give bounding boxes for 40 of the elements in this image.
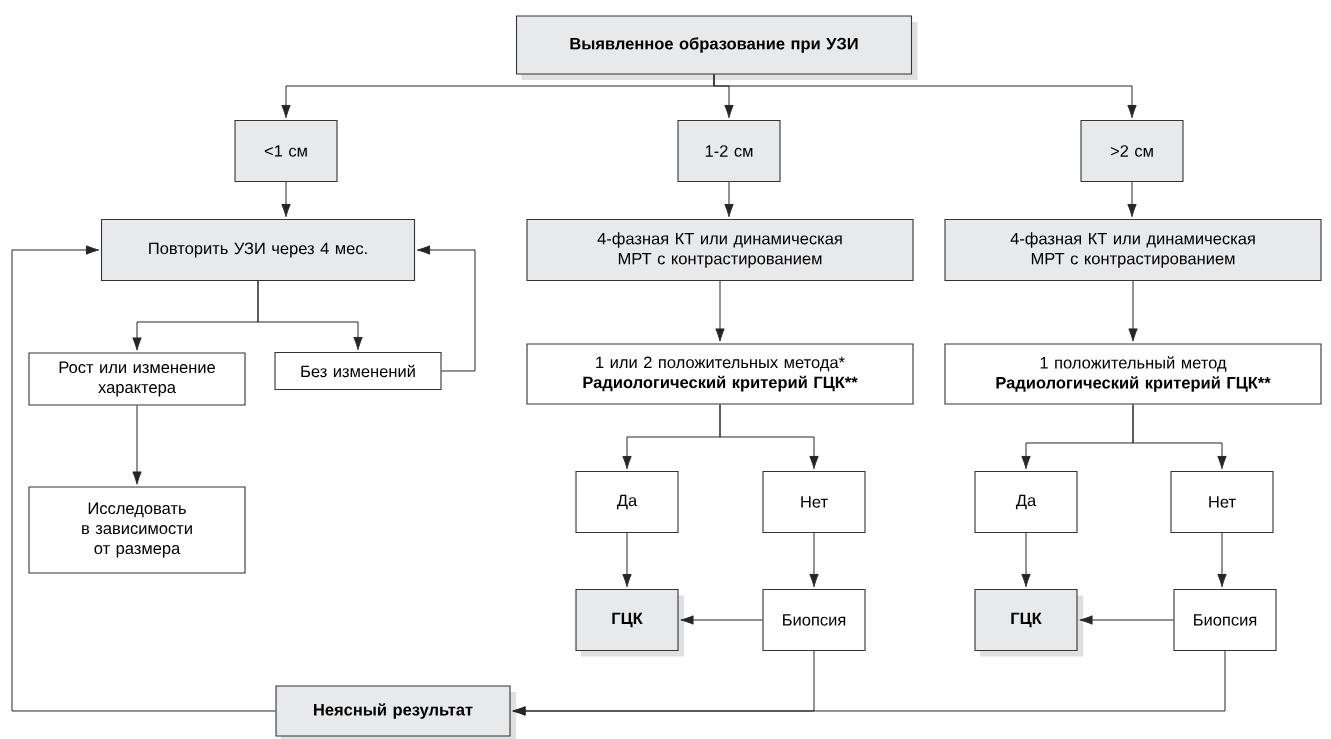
process-box: Биопсия — [762, 588, 866, 652]
criterion-box: 1 или 2 положительных метода* Радиологический критерий ГЦК** — [526, 343, 914, 405]
criterion-box: 1 положительный метод Радиологический критерий ГЦК** — [944, 343, 1322, 405]
arrow — [11, 245, 276, 712]
arrow — [1079, 615, 1174, 625]
arrow — [512, 650, 1226, 716]
process-box: Рост или изменение характера — [28, 352, 246, 406]
size-box: >2 см — [1080, 119, 1184, 183]
process-box: Без изменений — [274, 351, 442, 391]
process-box: Биопсия — [1173, 588, 1277, 652]
arrow — [622, 532, 632, 588]
size-box: <1 см — [234, 119, 338, 183]
arrow — [680, 615, 763, 625]
decision-box: Да — [974, 470, 1078, 534]
arrow — [1217, 532, 1227, 588]
arrow — [132, 405, 142, 485]
result-box: ГЦК — [974, 588, 1078, 652]
decision-box: Нет — [762, 470, 866, 534]
arrow — [257, 280, 363, 351]
arrow — [1132, 404, 1227, 470]
process-box: 4-фазная КТ или динамическая МРТ с контрастированием — [526, 218, 914, 282]
process-box: Исследовать в зависимости от размера — [28, 486, 246, 574]
process-box: Выявленное образование при УЗИ — [515, 15, 913, 75]
process-box: Повторить УЗИ через 4 мес. — [100, 218, 416, 282]
arrow — [809, 532, 819, 588]
arrow — [1128, 280, 1138, 342]
decision-box: Да — [575, 470, 679, 534]
size-box: 1-2 см — [677, 119, 781, 183]
decision-box: Нет — [1170, 470, 1274, 534]
arrow — [719, 404, 819, 470]
arrow — [281, 181, 291, 218]
process-box: 4-фазная КТ или динамическая МРТ с контрастированием — [944, 218, 1322, 282]
arrow — [724, 181, 734, 218]
arrow — [715, 280, 725, 342]
result-box: Неясный результат — [275, 685, 511, 737]
arrow — [713, 74, 1137, 119]
arrow — [1127, 181, 1137, 218]
arrow — [416, 245, 476, 372]
arrow — [1021, 532, 1031, 588]
result-box: ГЦК — [575, 588, 679, 652]
